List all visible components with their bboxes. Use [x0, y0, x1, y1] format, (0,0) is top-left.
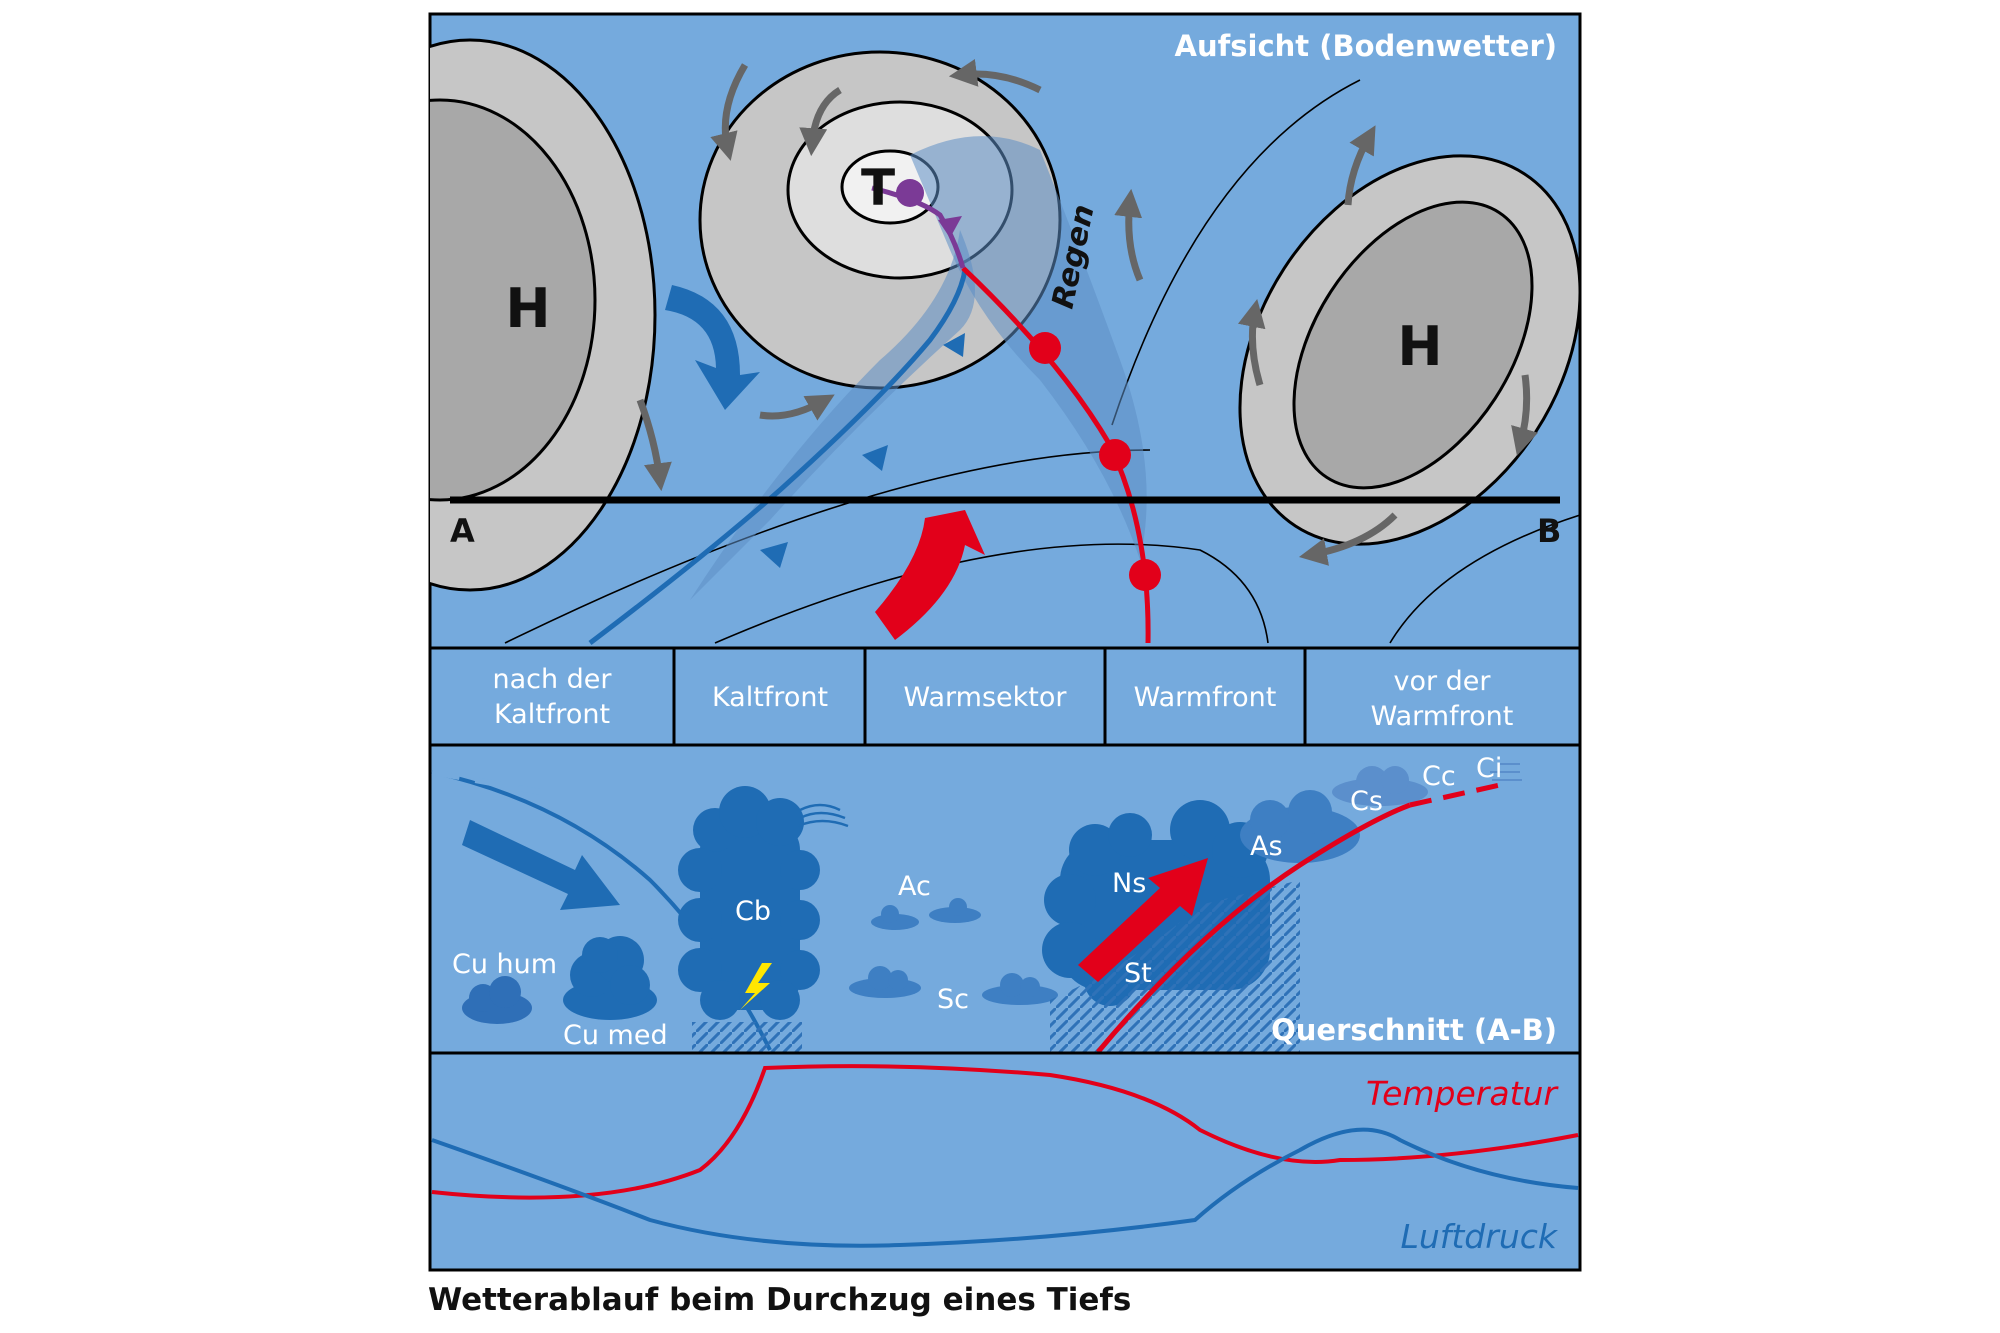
high-left-label: H	[505, 277, 550, 340]
high-pressure-right	[1238, 154, 1580, 546]
cloud-ac	[871, 898, 981, 930]
occluded-front	[871, 179, 966, 269]
lightning-icon	[740, 963, 772, 1010]
cb-rain	[692, 1022, 802, 1052]
cold-front-triangle-3	[943, 333, 965, 357]
cloud-cb	[678, 786, 820, 1020]
circ-arrow-5	[759, 394, 835, 421]
point-b-label: B	[1537, 512, 1561, 550]
sector-after-cold-front-line2: Kaltfront	[494, 699, 610, 730]
warm-front-semicircle-1	[1029, 332, 1061, 364]
cloud-ci-wisps	[1490, 763, 1522, 781]
sector-dividers	[672, 648, 1307, 745]
warm-front-slope	[1096, 802, 1411, 1054]
rain-band-warm-front	[910, 136, 1147, 560]
sector-warm-sector: Warmsektor	[904, 682, 1068, 713]
circ-arrow-3	[948, 59, 1042, 94]
label-cu-hum: Cu hum	[452, 949, 557, 980]
isobar-3	[1111, 79, 1361, 426]
high-left-inner	[430, 98, 597, 502]
label-ci: Ci	[1476, 753, 1502, 784]
high-right-inner	[1292, 200, 1534, 490]
label-ac: Ac	[898, 871, 931, 902]
warm-front-semicircle-3	[1129, 559, 1161, 591]
high-right-label: H	[1397, 315, 1442, 378]
cross-section-panel: Cu hum Cu med Cb Ac Sc Ns St As Cs Cc Ci…	[428, 743, 1582, 1055]
sector-before-warm-front-line2: Warmfront	[1371, 701, 1514, 732]
sector-warm-front: Warmfront	[1134, 682, 1277, 713]
high-pressure-left	[430, 38, 657, 592]
top-view-panel: Aufsicht (Bodenwetter) H H T Regen A B	[428, 12, 1582, 650]
cold-air-inflow-arrow	[462, 820, 620, 910]
cloud-cs	[1332, 766, 1428, 806]
label-ns: Ns	[1112, 868, 1146, 899]
graph-background	[428, 1051, 1582, 1272]
cold-front	[588, 269, 968, 645]
circ-arrow-6	[636, 398, 672, 492]
circulation-arrows	[636, 59, 1539, 566]
warm-front-slope-dashed	[1409, 782, 1501, 808]
label-sc: Sc	[937, 984, 969, 1015]
cross-section-title: Querschnitt (A-B)	[1271, 1013, 1557, 1047]
circ-arrow-4	[1114, 188, 1144, 282]
isobar-4	[1389, 514, 1580, 644]
cloud-cu-med	[563, 936, 657, 1020]
warm-air-rising-arrow	[1078, 858, 1208, 982]
sector-cold-front: Kaltfront	[712, 682, 828, 713]
temperature-curve	[431, 1064, 1579, 1200]
sector-after-cold-front-line1: nach der	[492, 664, 612, 695]
label-cc: Cc	[1422, 761, 1456, 792]
cold-air-arrow	[665, 285, 760, 410]
circ-arrow-2	[799, 86, 842, 157]
occlusion-triangle	[938, 216, 962, 238]
circ-arrow-1	[710, 63, 749, 161]
circ-arrow-9	[1511, 374, 1539, 456]
warm-front	[961, 266, 1161, 644]
top-panel-title: Aufsicht (Bodenwetter)	[1175, 29, 1557, 63]
cold-front-line	[588, 269, 968, 645]
label-cs: Cs	[1350, 786, 1383, 817]
cold-front-triangle-2	[862, 445, 888, 471]
graph-panel: Temperatur Luftdruck	[428, 1051, 1582, 1272]
pressure-label: Luftdruck	[1400, 1217, 1558, 1256]
pressure-curve	[431, 1127, 1579, 1248]
point-a-label: A	[450, 512, 475, 550]
cold-front-triangle-1	[760, 542, 788, 568]
cb-anvil-wisps	[797, 803, 849, 828]
circ-arrow-8	[1344, 125, 1376, 206]
cold-front-dash-gap	[431, 769, 541, 795]
label-as: As	[1250, 831, 1283, 862]
label-cb: Cb	[735, 896, 771, 927]
figure-caption: Wetterablauf beim Durchzug eines Tiefs	[428, 1282, 1132, 1318]
warm-front-semicircle-2	[1099, 439, 1131, 471]
cloud-cu-hum	[462, 976, 532, 1024]
isobar-2	[714, 543, 1269, 644]
circ-arrow-7	[1237, 299, 1266, 387]
cloud-sc	[849, 966, 1058, 1005]
occlusion-semicircle	[896, 179, 924, 207]
sector-before-warm-front-line1: vor der	[1393, 666, 1491, 697]
label-cu-med: Cu med	[563, 1020, 668, 1051]
circ-arrow-10	[1298, 512, 1398, 566]
sector-band-background	[428, 646, 1582, 747]
sector-band: nach der Kaltfront Kaltfront Warmsektor …	[428, 646, 1582, 747]
warm-air-arrow	[875, 510, 985, 640]
label-st: St	[1124, 958, 1152, 989]
temperature-label: Temperatur	[1366, 1074, 1559, 1113]
low-label: T	[861, 159, 895, 217]
